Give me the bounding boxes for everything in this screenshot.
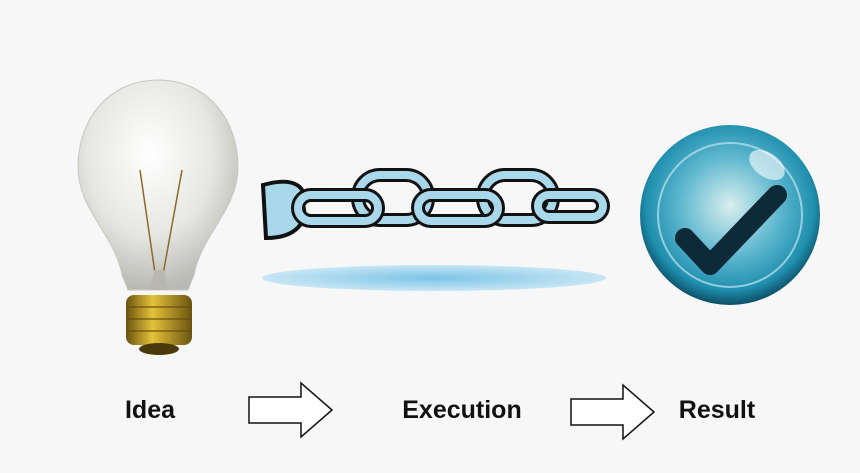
checkmark-circle-icon [640,125,820,305]
chain-icon [260,168,610,291]
step-label-execution: Execution [402,396,522,424]
step-label-idea: Idea [124,396,176,424]
right-arrow-icon [570,383,656,441]
right-arrow-icon [248,381,334,439]
lightbulb-icon [77,79,239,355]
step-label-result: Result [678,396,756,424]
